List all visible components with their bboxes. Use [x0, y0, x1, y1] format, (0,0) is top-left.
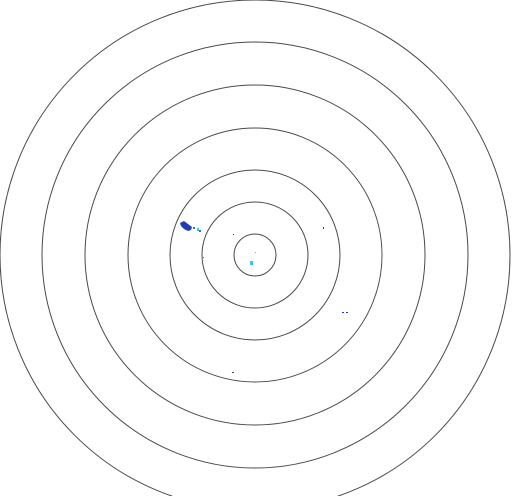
echo-dot: [199, 230, 201, 232]
echo-dot: [197, 228, 199, 231]
echo-dot: [346, 312, 348, 313]
echo-dot: [203, 257, 204, 258]
range-ring-2: [201, 201, 309, 309]
range-ring-5: [84, 84, 426, 426]
radar-echoes: [180, 221, 348, 373]
echo-dot: [193, 227, 195, 229]
range-ring-3: [169, 169, 341, 341]
echo-center: [250, 261, 253, 265]
echo-dot: [342, 312, 344, 313]
range-ring-4: [127, 127, 383, 383]
range-ring-6: [41, 41, 469, 469]
range-ring-1: [233, 233, 277, 277]
echo-dot: [255, 252, 256, 253]
echo-dot: [232, 372, 234, 373]
echo-dot: [323, 227, 324, 229]
echo-dot: [233, 234, 234, 235]
echo-cluster-main: [180, 221, 192, 231]
